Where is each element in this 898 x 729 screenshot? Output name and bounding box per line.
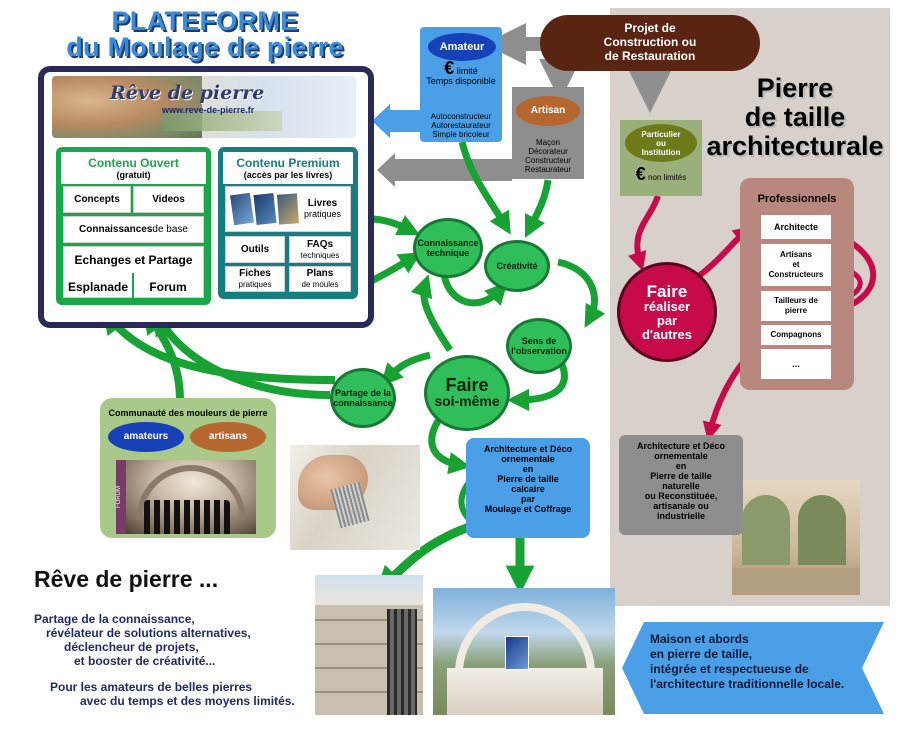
connaissance-circle: Connaissance technique [413,218,483,278]
partage-circle: Partage de la connaissance [330,368,396,428]
title-line2: du Moulage de pierre [66,32,344,62]
arrow-sens-faire [506,358,568,412]
pro-artisans[interactable]: Artisans et Constructeurs [761,244,831,286]
fountain-base [447,668,603,715]
archi-moulage-box: Architecture et Déco ornementale en Pier… [466,438,590,538]
professionnels-title: Professionnels [757,193,837,205]
esplanade-link[interactable]: Esplanade [67,280,129,294]
reve-heading: Rêve de pierre ... [34,566,219,592]
forum-link[interactable]: Forum [149,280,187,294]
wall-photo [315,575,423,715]
creativite-circle: Créativité [484,240,550,292]
arch-1 [742,495,790,565]
videos-cell[interactable]: Videos [133,186,204,213]
arrow-faire-connaissance [410,274,453,352]
arrow-artisan-creativite [524,179,552,239]
outils-cell[interactable]: Outils [225,236,285,263]
book-icon-3 [276,193,300,225]
arrow-faire-archi [428,416,472,475]
connaissances-cell[interactable]: Connaissances de base [63,216,204,243]
sens-circle: Sens de l'observation [506,318,572,374]
particulier-budget: € non limités [635,164,687,184]
hand-tool-photo [290,445,420,550]
banner-script-title: Rêve de pierre [110,82,265,104]
contenu-ouvert-title: Contenu Ouvert [88,156,179,170]
communaute-title: Communauté des mouleurs de pierre [108,408,268,418]
cloister-floor [732,568,860,595]
arrow-particulier-faire [627,194,661,272]
projet-pill: Projet de Construction ou de Restauratio… [540,15,760,71]
book-icon-2 [253,193,277,225]
arrow-partage-forum [153,309,331,399]
faqs-cell[interactable]: FAQs techniques [289,236,351,263]
forum-tag: FORUM [116,460,126,534]
maison-text: Maison et abords en pierre de taille, in… [650,632,845,691]
maison-arrow-shape [622,622,884,714]
arrow-partage-esplanade [102,307,336,384]
right-title: Pierre de taille architecturale [706,73,884,161]
title-line1: PLATEFORME [111,6,299,36]
pro-etc[interactable]: ... [761,349,831,379]
arch-2 [798,495,846,565]
book-cover [505,636,529,670]
contenu-premium-subtitle: (accès par les livres) [243,170,333,180]
arrow-creativite-sens [557,258,606,328]
artisan-list: Maçon Décorateur Constructeur Restaurate… [524,138,572,174]
arrow-faire-partage [380,351,431,387]
fountain-photo [433,588,615,715]
cloister-photo [732,480,860,595]
artisans-ellipse[interactable]: artisans [190,422,266,452]
people-silhouettes [144,500,230,534]
fiches-cell[interactable]: Fiches pratiques [225,266,285,292]
amateur-list: Autoconstructeur Autorestaurateur Simple… [430,112,492,139]
banner-url[interactable]: www.reve-de-pierre.fr [162,105,255,115]
site-banner[interactable]: Rêve de pierre www.reve-de-pierre.fr [52,76,356,138]
reve-text: Partage de la connaissance, révélateur d… [34,612,295,708]
amateur-budget: € limité Temps disponible [426,58,496,86]
pro-compagnons[interactable]: Compagnons [761,325,831,345]
particulier-ellipse: Particulier ou Institution [625,124,697,162]
gate-shape [387,609,417,715]
echanges-divider [132,273,134,298]
contenu-premium-title: Contenu Premium [236,156,340,170]
arrow-connaissance-creativite [440,274,508,307]
concepts-cell[interactable]: Concepts [63,186,131,213]
faire-autres-circle: Faire réaliser par d'autres [617,262,717,362]
communaute-photo: FORUM [116,460,256,534]
pro-tailleurs[interactable]: Tailleurs de pierre [761,291,831,321]
banner-fields [162,111,282,131]
archi-naturelle-box: Architecture et Déco ornementale en Pier… [619,435,743,535]
amateur-ellipse: Amateur [428,33,496,61]
page-title: PLATEFORME du Moulage de pierre [40,6,370,62]
contenu-ouvert-subtitle: (gratuit) [116,170,151,180]
artisan-ellipse: Artisan [516,96,580,126]
faire-soi-circle: Faire soi-même [424,355,510,431]
arrow-faire-professionnels [698,225,753,278]
pro-architecte[interactable]: Architecte [761,215,831,239]
livres-cell[interactable]: Livres pratiques [225,186,351,232]
book-icon-1 [230,192,254,226]
arrow-amateur-creativite [458,141,511,235]
plans-cell[interactable]: Plans de moules [289,266,351,292]
amateurs-ellipse[interactable]: amateurs [108,422,184,452]
